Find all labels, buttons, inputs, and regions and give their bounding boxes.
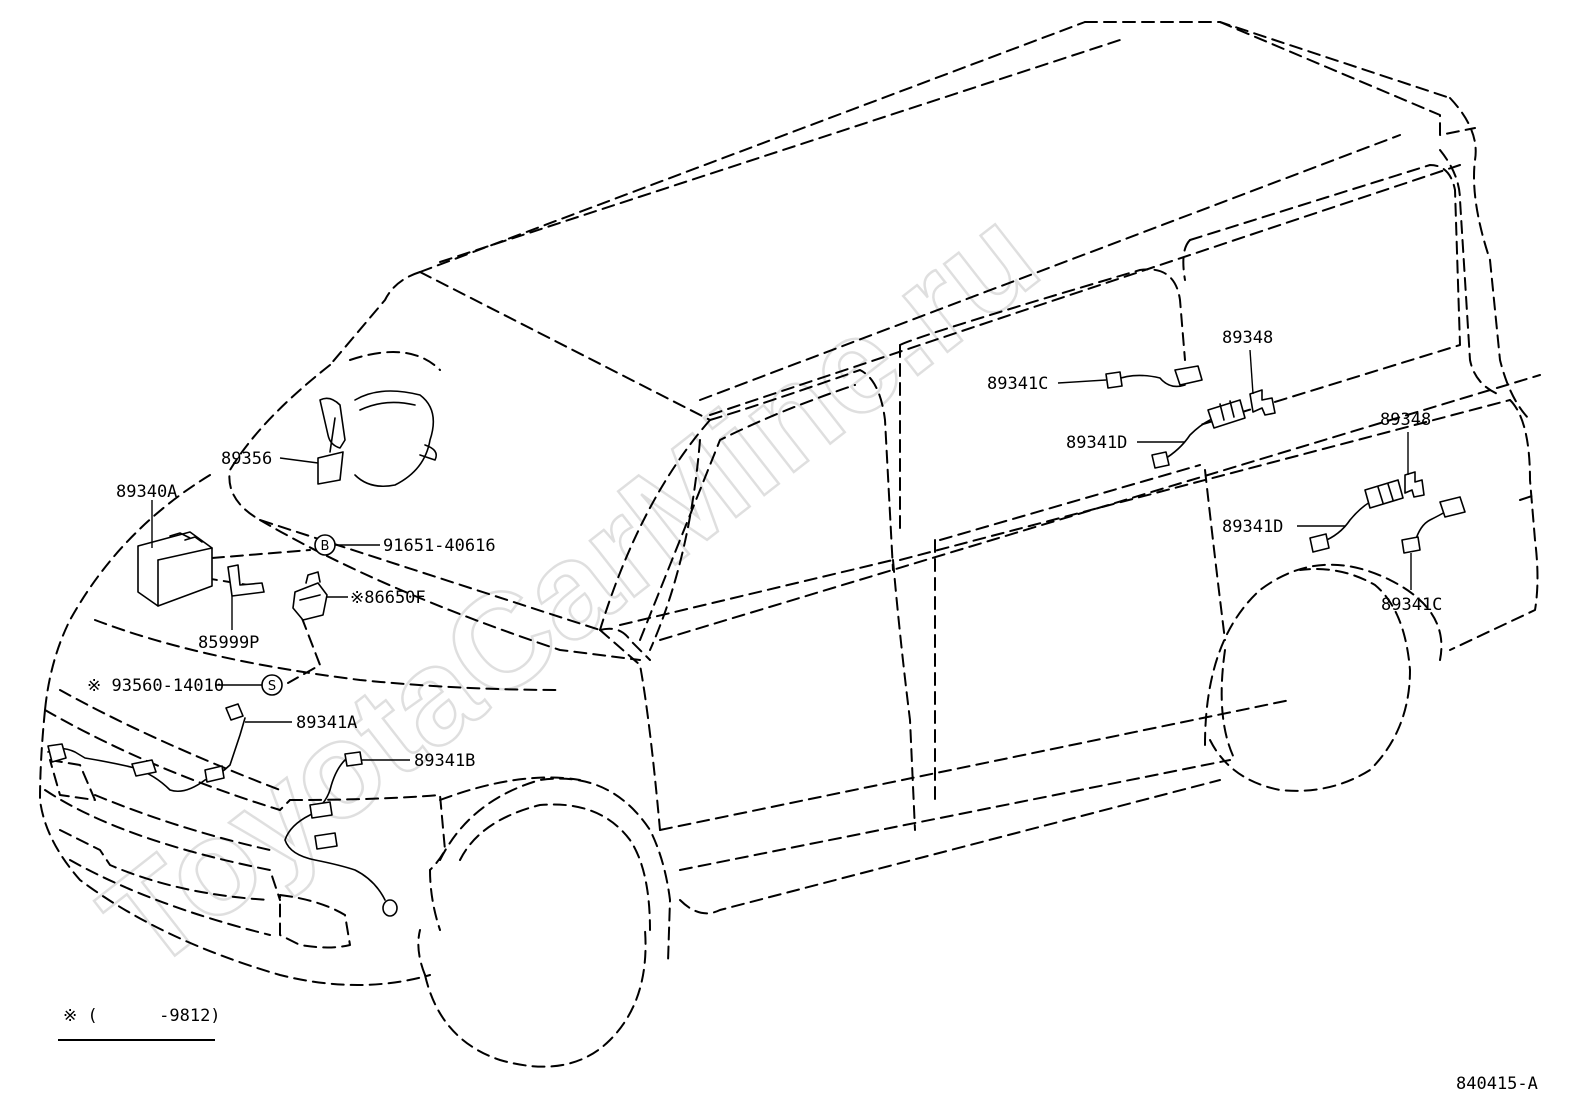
- label-89341D-upper: 89341D: [1066, 433, 1127, 453]
- figure-code: 840415-A: [1456, 1074, 1538, 1094]
- label-89348-upper: 89348: [1222, 328, 1273, 348]
- label-89340A: 89340A: [116, 482, 177, 502]
- marker-b-label: B: [321, 539, 330, 554]
- marker-b-bolt: B: [314, 534, 380, 556]
- part-89341A-harness: [47, 703, 292, 793]
- footnote-text: ※ ( -9812): [63, 1006, 221, 1026]
- label-89341B: 89341B: [414, 751, 475, 771]
- label-89356: 89356: [221, 449, 272, 469]
- part-86650F-buzzer: [292, 571, 348, 621]
- part-89341C-upper-harness: [1057, 365, 1203, 389]
- label-85999P: 85999P: [198, 633, 259, 653]
- van-body-outline: [39, 21, 1541, 1068]
- part-89341D-upper-harness: [1137, 399, 1246, 469]
- part-85999P-bracket: [227, 564, 265, 630]
- part-89341D-lower-harness: [1297, 479, 1404, 553]
- part-89341C-lower-harness: [1401, 496, 1466, 590]
- label-89341D-lower: 89341D: [1222, 517, 1283, 537]
- label-93560-14010: ※ 93560-14010: [87, 676, 224, 696]
- label-89341C-lower: 89341C: [1381, 595, 1442, 615]
- label-89341A: 89341A: [296, 713, 357, 733]
- watermark-text: ToyotaCarMine.ru: [75, 178, 1064, 997]
- steering-column-sketch: [319, 390, 438, 488]
- part-89348-upper-clip: [1249, 349, 1276, 416]
- part-89356-sensor: [279, 417, 344, 485]
- label-91651-40616: 91651-40616: [383, 536, 496, 556]
- marker-s-screw: S: [215, 674, 283, 696]
- part-89341B-harness: [284, 751, 410, 917]
- marker-s-label: S: [268, 679, 276, 694]
- label-86650F: ※86650F: [350, 588, 426, 608]
- part-89348-lower-clip: [1404, 432, 1425, 498]
- label-89348-lower: 89348: [1380, 410, 1431, 430]
- part-89340A-ecu: [137, 500, 213, 607]
- label-89341C-upper: 89341C: [987, 374, 1048, 394]
